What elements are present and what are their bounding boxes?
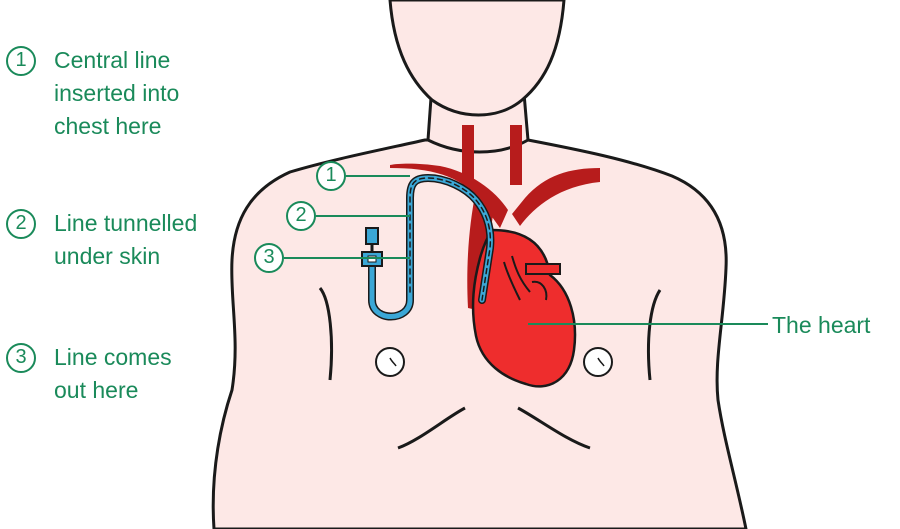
legend-number-2: 2 <box>6 209 36 239</box>
heart-label: The heart <box>772 312 871 338</box>
right-armpit-line <box>647 289 662 381</box>
head-outline <box>388 0 566 117</box>
legend-text-3: Line comes out here <box>54 344 172 403</box>
left-rib-line <box>397 406 466 450</box>
left-nipple <box>375 347 405 377</box>
left-armpit-line <box>318 287 333 381</box>
callout-1: 1 <box>316 161 346 191</box>
legend-text-2: Line tunnelled under skin <box>54 210 198 269</box>
callout-3: 3 <box>254 243 284 273</box>
right-rib-line <box>517 406 591 450</box>
callout-2: 2 <box>286 201 316 231</box>
central-line <box>368 173 495 321</box>
legend-text-1: Central line inserted into chest here <box>54 47 180 139</box>
right-nipple <box>583 347 613 377</box>
legend-number-1: 1 <box>6 46 36 76</box>
legend-number-3: 3 <box>6 343 36 373</box>
